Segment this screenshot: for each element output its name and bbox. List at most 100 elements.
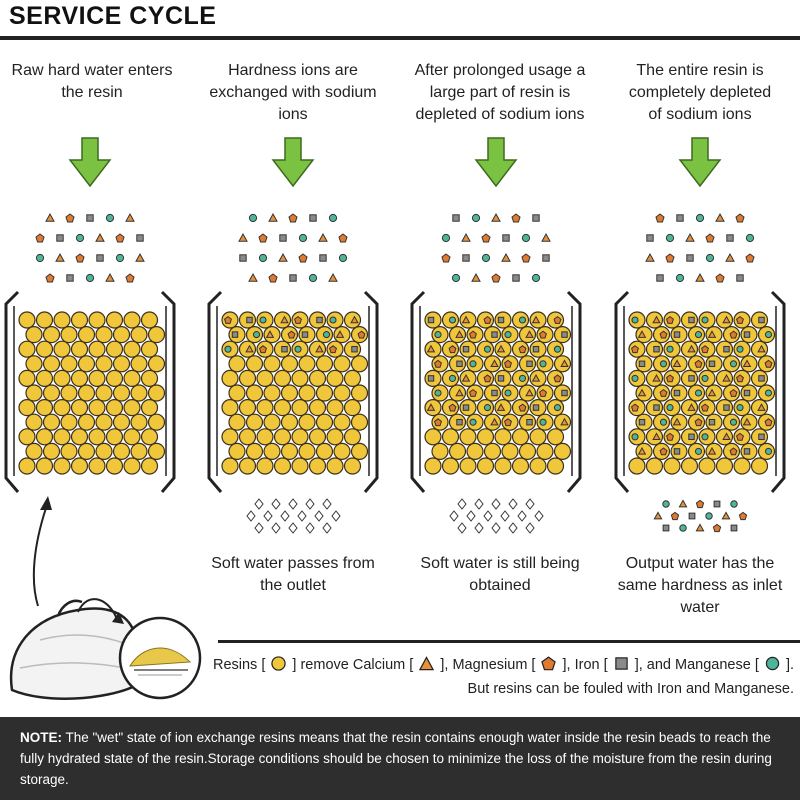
magnesium-ion-icon <box>553 315 562 324</box>
resin-bead-icon <box>147 413 166 431</box>
iron-ion-icon <box>638 418 646 426</box>
resin-bead-icon <box>140 311 159 329</box>
iron-ion-icon <box>730 524 738 532</box>
calcium-ion-icon <box>742 417 752 426</box>
iron-ion-icon <box>688 512 696 520</box>
resin-bead-icon <box>130 442 148 460</box>
magnesium-pentagon-icon <box>541 656 557 671</box>
calcium-ion-icon <box>268 212 278 222</box>
magnesium-ion-icon <box>764 359 773 368</box>
calcium-ion-icon <box>490 359 499 368</box>
water-drop-icon <box>534 510 544 522</box>
calcium-ion-icon <box>687 344 696 353</box>
resin-bead-icon <box>53 369 71 387</box>
resin-bead-icon <box>333 442 351 460</box>
column-left-wall <box>614 290 630 493</box>
calcium-ion-icon <box>265 330 275 338</box>
iron-ion-icon <box>688 433 695 441</box>
manganese-ion-icon <box>504 331 512 339</box>
iron-ion-icon <box>56 234 64 242</box>
iron-ion-icon <box>512 274 520 282</box>
resin-bead-icon <box>326 428 344 446</box>
calcium-ion-icon <box>695 272 705 282</box>
iron-ion-icon <box>688 316 695 324</box>
iron-ion-icon <box>673 389 681 397</box>
iron-ion-icon <box>653 404 660 411</box>
manganese-ion-icon <box>659 418 668 426</box>
iron-ion-icon <box>526 418 533 426</box>
manganese-ion-icon <box>105 213 115 223</box>
manganese-ion-icon <box>328 213 338 223</box>
resin-pile-icon <box>118 616 202 700</box>
resin-bead-icon <box>88 428 106 446</box>
resin-bead-icon <box>431 442 449 460</box>
iron-ion-icon <box>502 234 510 242</box>
manganese-ion-icon <box>705 253 715 263</box>
resin-bead-icon <box>35 399 54 417</box>
magnesium-ion-icon <box>631 345 639 354</box>
manganese-ion-icon <box>694 331 703 339</box>
resin-bead-icon <box>291 457 309 475</box>
water-drop-icon <box>508 522 518 534</box>
water-drop-icon <box>305 522 315 534</box>
resin-bead-icon <box>88 369 106 387</box>
resin-bead-icon <box>291 399 309 417</box>
bag-to-column-arrow <box>32 507 47 607</box>
calcium-ion-icon <box>496 403 506 411</box>
calcium-ion-icon <box>95 232 105 242</box>
calcium-ion-icon <box>707 446 717 455</box>
calcium-ion-icon <box>461 373 471 382</box>
resin-bead-icon <box>256 399 274 417</box>
iron-ion-icon <box>526 360 533 368</box>
water-drop-icon <box>297 510 307 522</box>
water-drop-icon <box>466 510 476 522</box>
resin-bead-icon <box>42 384 61 402</box>
resin-bead-icon <box>25 355 43 373</box>
resin-bead-icon <box>448 442 467 460</box>
iron-ion-icon <box>743 448 751 455</box>
resin-bead-icon <box>95 384 113 402</box>
manganese-ion-icon <box>539 360 547 368</box>
calcium-ion-icon <box>742 359 752 368</box>
resin-bead-icon <box>35 311 54 329</box>
resin-bead-icon <box>263 355 281 373</box>
calcium-ion-icon <box>471 272 481 282</box>
magnesium-ion-icon <box>75 253 85 263</box>
resin-bead-icon <box>350 413 369 431</box>
calcium-ion-icon <box>707 330 717 338</box>
iron-ion-icon <box>686 254 694 262</box>
iron-ion-icon <box>497 316 505 324</box>
resin-bead-icon <box>25 413 43 431</box>
magnesium-ion-icon <box>659 388 668 397</box>
calcium-ion-icon <box>757 403 766 411</box>
iron-ion-icon <box>713 500 721 508</box>
iron-ion-icon <box>673 448 681 455</box>
resin-bead-icon <box>256 457 274 475</box>
resin-bead-icon <box>221 369 239 387</box>
magnesium-ion-icon <box>481 233 491 243</box>
resin-bead-icon <box>42 442 61 460</box>
calcium-ion-icon <box>45 212 55 222</box>
calcium-ion-icon <box>685 232 695 242</box>
manganese-ion-icon <box>248 213 258 223</box>
water-drop-icon <box>288 498 298 510</box>
resin-bead-icon <box>112 384 131 402</box>
resin-bead-icon <box>273 457 292 475</box>
resin-bead-icon <box>130 384 148 402</box>
water-drop-icon <box>305 498 315 510</box>
calcium-ion-icon <box>525 388 534 397</box>
iron-ion-icon <box>532 345 540 353</box>
resin-bead-icon <box>18 428 36 446</box>
resin-bead-icon <box>95 355 113 373</box>
calcium-ion-icon <box>135 252 145 262</box>
resin-bead-icon <box>476 457 495 475</box>
magnesium-ion-icon <box>701 345 709 354</box>
resin-bead-icon <box>18 311 36 329</box>
resin-bead-icon <box>221 457 239 475</box>
calcium-ion-icon <box>525 330 534 338</box>
manganese-ion-icon <box>259 316 267 324</box>
iron-ion-icon <box>452 214 460 222</box>
